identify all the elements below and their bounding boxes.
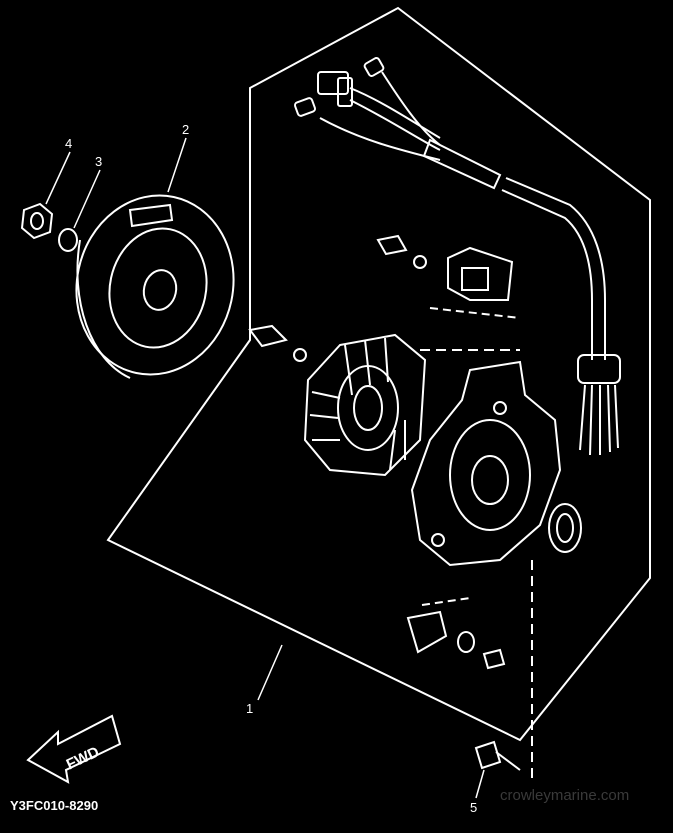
pickup-coil-upper <box>376 234 521 319</box>
callout-3: 3 <box>95 154 102 169</box>
wire-harness <box>293 57 621 456</box>
forward-arrow-icon: FWD <box>26 714 122 784</box>
flywheel <box>75 194 235 379</box>
callout-1: 1 <box>246 701 253 716</box>
callout-5: 5 <box>470 800 477 815</box>
watermark: crowleymarine.com <box>500 787 629 804</box>
stator-base-plate <box>410 349 562 567</box>
callout-4: 4 <box>65 136 72 151</box>
stator-coil <box>248 324 427 477</box>
forward-arrow-label: FWD <box>64 743 102 773</box>
screw-part-5 <box>474 740 521 771</box>
nut-part-4 <box>20 202 54 240</box>
lower-bracket-parts <box>406 560 533 780</box>
diagram-code: Y3FC010-8290 <box>10 798 98 813</box>
oil-seal <box>548 503 582 553</box>
assembly-frame <box>106 6 651 742</box>
callout-leaders <box>45 137 485 799</box>
callout-2: 2 <box>182 122 189 137</box>
washer-part-3 <box>58 228 78 252</box>
